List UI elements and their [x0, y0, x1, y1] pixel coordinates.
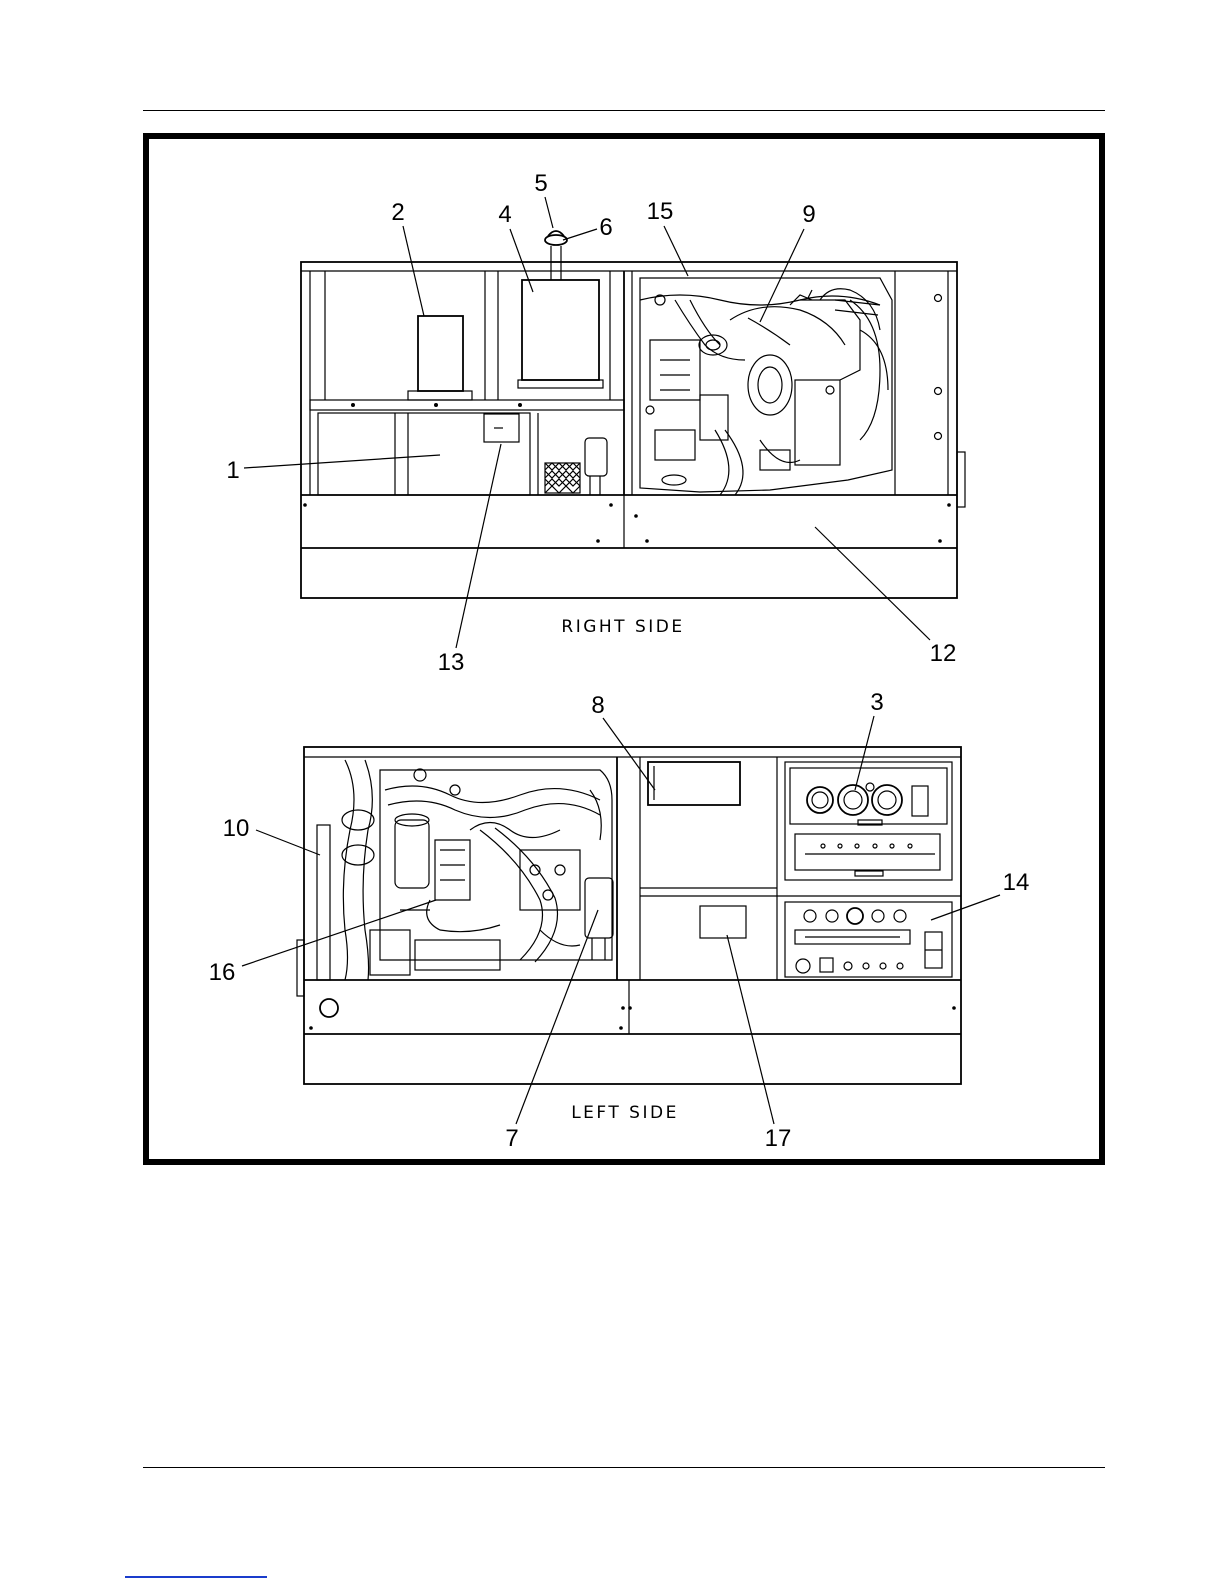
- callout-13: 13: [438, 649, 465, 676]
- callout-14: 14: [1003, 869, 1030, 896]
- callout-6: 6: [599, 214, 612, 241]
- left-side-caption: LEFT SIDE: [571, 1103, 679, 1123]
- callout-7: 7: [505, 1125, 518, 1152]
- callout-12: 12: [930, 640, 957, 667]
- callout-5: 5: [534, 170, 547, 197]
- right-side-view: [301, 231, 965, 598]
- callout-9: 9: [802, 201, 815, 228]
- bottom-link-underline[interactable]: [125, 1576, 267, 1578]
- callout-1: 1: [226, 457, 239, 484]
- callout-8: 8: [591, 692, 604, 719]
- callout-17: 17: [765, 1125, 792, 1152]
- left-side-callouts: 8 3 10 14 16 7 17: [209, 689, 1030, 1152]
- right-side-callouts: 1 2 4 5 6 15 9 13 12: [226, 170, 956, 676]
- callout-4: 4: [498, 201, 511, 228]
- callout-15: 15: [647, 198, 674, 225]
- callout-16: 16: [209, 959, 236, 986]
- left-side-view: [297, 747, 961, 1084]
- footer-rule: [143, 1467, 1105, 1468]
- callout-2: 2: [391, 199, 404, 226]
- callout-3: 3: [870, 689, 883, 716]
- callout-10: 10: [223, 815, 250, 842]
- right-side-caption: RIGHT SIDE: [561, 617, 684, 637]
